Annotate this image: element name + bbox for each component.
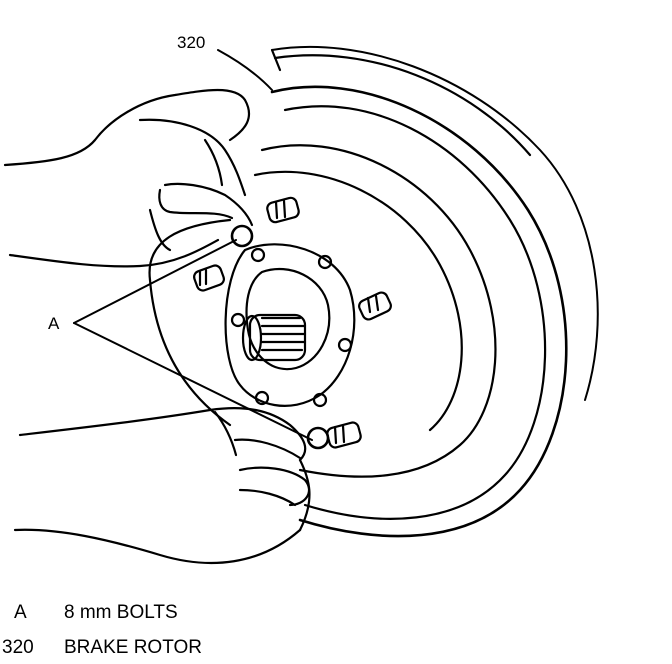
wheel-stud xyxy=(193,264,225,292)
brake-rotor-illustration xyxy=(3,45,599,564)
leader-a-lower xyxy=(73,322,313,441)
callout-label-320: 320 xyxy=(177,33,206,52)
leader-a-upper xyxy=(73,239,237,324)
legend-description: 8 mm BOLTS xyxy=(64,602,178,623)
brake-rotor xyxy=(148,45,599,538)
callout-label-a: A xyxy=(48,314,60,333)
lower-hand xyxy=(13,407,311,564)
wheel-stud xyxy=(358,291,392,321)
upper-hand xyxy=(3,88,254,268)
wheel-hub xyxy=(224,243,356,408)
removal-bolts xyxy=(230,224,330,450)
callout-leaders xyxy=(73,49,313,441)
legend-key: 320 xyxy=(2,637,34,658)
legend-description: BRAKE ROTOR xyxy=(64,637,202,658)
leader-320 xyxy=(217,49,273,91)
removal-bolt-lower xyxy=(306,426,330,450)
removal-bolt-upper xyxy=(230,224,254,248)
axle-spline xyxy=(241,313,307,362)
wheel-stud xyxy=(326,421,362,449)
wheel-studs xyxy=(193,196,392,449)
legend-key: A xyxy=(14,602,27,623)
wheel-stud xyxy=(266,196,300,224)
